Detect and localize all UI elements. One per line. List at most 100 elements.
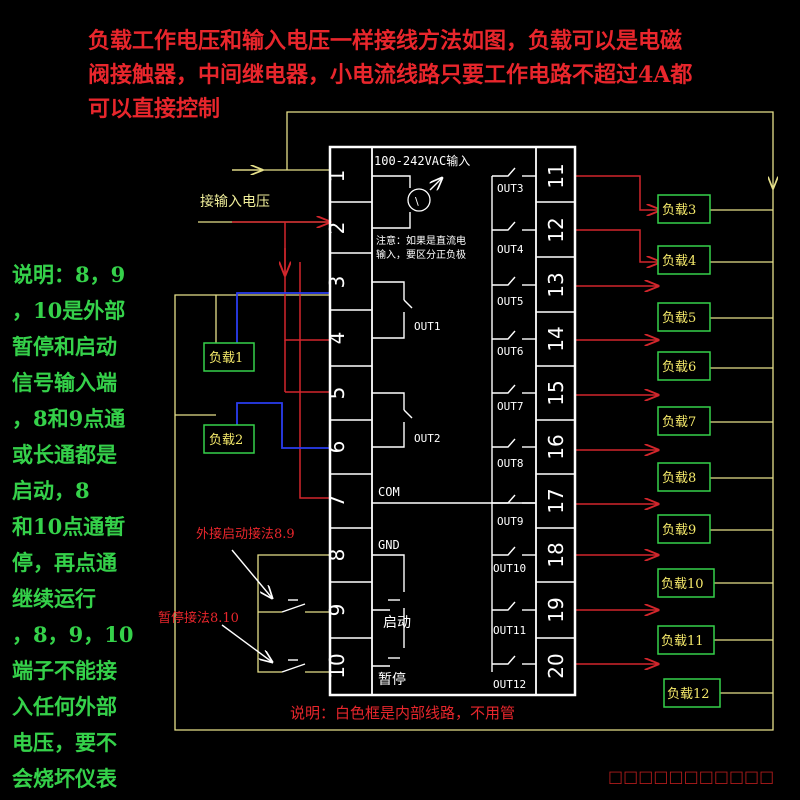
- pause-wiring-label: 暂停接法8.10: [158, 610, 239, 626]
- side-note-line: 信号输入端: [12, 370, 117, 395]
- load-10-label: 负载10: [661, 577, 704, 592]
- load-8-label: 负载8: [662, 471, 696, 486]
- out3-label: OUT3: [497, 182, 524, 195]
- out8-label: OUT8: [497, 457, 524, 470]
- terminal-16: 16: [544, 434, 568, 459]
- power-input-label: 100-242VAC输入: [374, 153, 470, 168]
- controller-unit: 1 2 3 4 5 6 7 8 9 10 11 12 13 14 15 16 1…: [325, 145, 577, 697]
- load-10: [657, 568, 715, 598]
- left-load-wiring: [236, 292, 330, 449]
- side-note-line: 入任何外部: [12, 694, 117, 719]
- side-note-line: 或长通都是: [12, 442, 117, 467]
- footer-note: 说明：白色框是内部线路，不用管: [290, 704, 515, 722]
- load-2-label: 负载2: [209, 433, 243, 448]
- external-start-label: 外接启动接法8.9: [196, 526, 295, 542]
- header-note-line-1: 负载工作电压和输入电压一样接线方法如图，负载可以是电磁: [88, 28, 682, 54]
- load-7-label: 负载7: [662, 415, 696, 430]
- terminal-17: 17: [544, 488, 568, 513]
- terminal-3: 3: [325, 276, 349, 289]
- terminal-12: 12: [544, 217, 568, 242]
- out1-relay: OUT1: [372, 281, 441, 339]
- power-supply-icon: [407, 188, 431, 212]
- load-3-label: 负载3: [662, 203, 696, 218]
- side-note-line: 说明：8，9: [12, 262, 125, 287]
- terminal-2: 2: [325, 222, 349, 235]
- terminal-10: 10: [325, 653, 349, 678]
- out11-label: OUT11: [493, 624, 526, 637]
- side-note-line: 和10点通暂: [12, 514, 125, 539]
- input-block: GND 启动 暂停: [372, 538, 411, 688]
- output-wiring: [575, 175, 660, 664]
- com-bus: COM: [372, 485, 536, 504]
- out5-label: OUT5: [497, 295, 524, 308]
- terminal-20: 20: [544, 653, 568, 678]
- out1-label: OUT1: [414, 320, 441, 333]
- out2-label: OUT2: [414, 432, 441, 445]
- load-8: [657, 462, 711, 492]
- side-note-line: ，8，9，10: [12, 622, 133, 647]
- load-11-label: 负载11: [661, 634, 704, 649]
- terminal-9: 9: [325, 604, 349, 617]
- load-9: [657, 514, 711, 544]
- terminal-6: 6: [325, 441, 349, 454]
- out7-label: OUT7: [497, 400, 524, 413]
- side-note-line: 停，再点通: [12, 550, 117, 575]
- input-voltage-label: 接输入电压: [200, 193, 270, 210]
- side-note: 说明：8，9 ，10是外部 暂停和启动 信号输入端 ，8和9点通 或长通都是 启…: [12, 262, 133, 791]
- out9-label: OUT9: [497, 515, 524, 528]
- side-note-line: ，8和9点通: [12, 406, 125, 431]
- terminal-13: 13: [544, 272, 568, 297]
- header-note: 负载工作电压和输入电压一样接线方法如图，负载可以是电磁 阀接触器，中间继电器，小…: [88, 28, 692, 122]
- input-wiring: [232, 222, 330, 499]
- load-3: [657, 194, 711, 224]
- start-label: 启动: [383, 615, 411, 631]
- side-note-line: 继续运行: [12, 586, 96, 611]
- load-5: [657, 302, 711, 332]
- power-input-block: 100-242VAC输入 \ 注意：如果是直流电 输入，要区分正负极: [372, 153, 470, 261]
- out10-label: OUT10: [493, 562, 526, 575]
- load-5-label: 负载5: [662, 311, 696, 326]
- load-4: [657, 245, 711, 275]
- dc-note-line-2: 输入，要区分正负极: [376, 248, 466, 261]
- load-12: [663, 678, 721, 708]
- right-loads: 负载3 负载4 负载5 负载6 负载7 负载8 负载9 负载10 负载11 负载…: [657, 194, 721, 708]
- terminal-5: 5: [325, 387, 349, 400]
- supply-wiring: [174, 111, 773, 731]
- pause-label: 暂停: [378, 671, 406, 688]
- out2-relay: OUT2: [372, 392, 441, 448]
- dc-note-line-1: 注意：如果是直流电: [376, 234, 466, 247]
- terminal-7: 7: [325, 495, 349, 508]
- side-note-line: ，10是外部: [12, 298, 125, 323]
- terminal-4: 4: [325, 332, 349, 345]
- terminal-1: 1: [325, 170, 349, 183]
- load-11: [657, 625, 715, 655]
- load-6: [657, 351, 711, 381]
- header-note-line-2: 阀接触器，中间继电器，小电流线路只要工作电路不超过4A都: [88, 62, 692, 88]
- load-7: [657, 406, 711, 436]
- load-12-label: 负载12: [667, 687, 710, 702]
- terminal-11: 11: [544, 163, 568, 188]
- terminal-15: 15: [544, 380, 568, 405]
- com-label: COM: [378, 485, 400, 499]
- side-note-line: 暂停和启动: [12, 334, 117, 359]
- output-relays: OUT3 OUT4 OUT5 OUT6 OUT7 OUT8 OUT9 OUT10: [491, 167, 536, 691]
- out4-label: OUT4: [497, 243, 524, 256]
- side-note-line: 启动，8: [12, 478, 90, 503]
- terminal-19: 19: [544, 597, 568, 622]
- out6-label: OUT6: [497, 345, 524, 358]
- watermark: □□□□□□□□□□□: [608, 767, 774, 786]
- load-9-label: 负载9: [662, 523, 696, 538]
- terminal-14: 14: [544, 326, 568, 351]
- load-4-label: 负载4: [662, 254, 696, 269]
- load-1-label: 负载1: [209, 351, 243, 366]
- terminal-8: 8: [325, 549, 349, 562]
- svg-text:\: \: [415, 195, 419, 208]
- side-note-line: 电压，要不: [12, 730, 117, 755]
- side-note-line: 端子不能接: [12, 658, 117, 683]
- load-1: 负载1: [203, 342, 255, 372]
- load-6-label: 负载6: [662, 360, 696, 375]
- out12-label: OUT12: [493, 678, 526, 691]
- load-2: 负载2: [203, 424, 255, 454]
- header-note-line-3: 可以直接控制: [88, 96, 220, 122]
